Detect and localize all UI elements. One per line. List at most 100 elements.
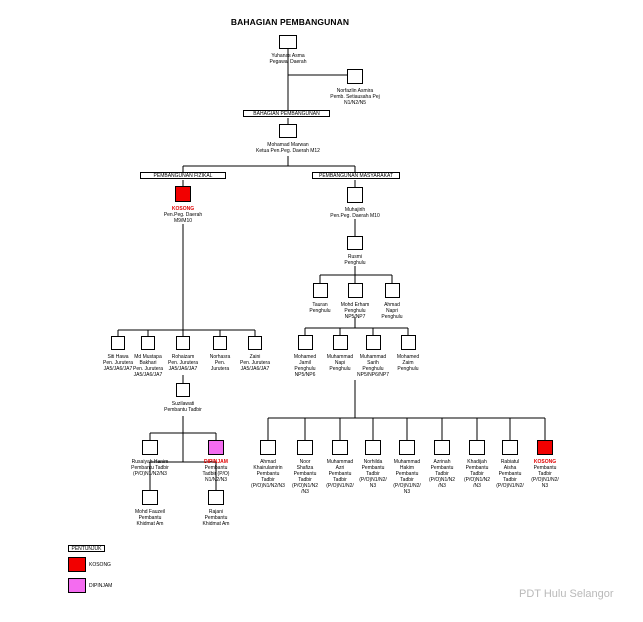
org-box-ahmad-khairulamirin	[260, 440, 276, 455]
org-line: Hakim	[399, 465, 415, 471]
org-line: Pembantu	[256, 471, 280, 477]
org-line: Napri	[386, 308, 398, 314]
org-line: Pen. Jurutera	[167, 360, 199, 366]
org-name: Rohaizam	[171, 354, 195, 360]
org-line: Pen.Peg. Daerah	[163, 212, 203, 218]
org-status: KOSONG	[533, 459, 557, 465]
org-line: (P/O)N1/N2/	[326, 483, 354, 489]
org-line: Pembantu	[395, 471, 419, 477]
org-name: Tauran	[312, 302, 328, 308]
org-line: Napi	[334, 360, 346, 366]
org-line: NP5/NP6/NP7	[357, 372, 389, 378]
legend-title: PENTUNJUK	[68, 545, 105, 552]
chart-title: BAHAGIAN PEMBANGUNAN	[230, 17, 350, 27]
org-name: Mohamed	[396, 354, 420, 360]
org-line: (P/O)N1/N2/	[531, 477, 559, 483]
org-box-azrinah	[434, 440, 450, 455]
org-line: Penghulu	[362, 366, 384, 372]
org-box-muhammad-azri	[332, 440, 348, 455]
org-line: Pembantu	[361, 465, 385, 471]
org-name: Zaini	[249, 354, 261, 360]
org-line: Tadbir	[470, 471, 484, 477]
org-name: Mohd Erham	[340, 302, 370, 308]
org-line: Khidmat Am	[202, 521, 230, 527]
org-name: Khadijah	[467, 459, 487, 465]
org-name: Rajani	[208, 509, 224, 515]
org-line: Pen.Peg. Daerah M10	[330, 213, 380, 219]
org-box-noor-shafiza	[297, 440, 313, 455]
org-line: M9/M10	[173, 218, 193, 224]
org-name: Muhammad	[393, 459, 421, 465]
org-line: (P/O)N1/N2/N3	[251, 483, 285, 489]
org-box-muhammad-napi	[332, 335, 348, 350]
org-box-rohaizam	[176, 336, 190, 350]
org-line: /N3	[438, 483, 446, 489]
org-line: Tadbir	[298, 477, 312, 483]
org-box-dipinjam-pt	[208, 440, 224, 455]
org-line: Tadbir	[333, 477, 347, 483]
org-line: Penghulu	[294, 366, 316, 372]
org-box-kosong-pt	[537, 440, 553, 455]
org-line: Pegawai Daerah	[269, 59, 307, 65]
org-line: N1/N2/N5	[344, 100, 366, 106]
org-line: (P/O)N1/N2/N3	[133, 471, 167, 477]
org-name: Mohamad Marwan	[267, 142, 309, 148]
org-line: Tadbir	[538, 471, 552, 477]
org-box-mohd-erham	[347, 283, 363, 298]
org-box-norhasra	[213, 336, 227, 350]
org-line: Pen. Jurutera	[239, 360, 271, 366]
org-line: JA5/JA6/JA7	[133, 372, 163, 378]
org-name: Ahmad	[260, 459, 276, 465]
org-line: (P/O)N1/N2	[463, 477, 491, 483]
org-line: Pembantu	[204, 515, 228, 521]
org-status: DIPINJAM	[204, 459, 228, 465]
org-line: Pembantu	[328, 471, 352, 477]
org-line: /N3	[473, 483, 481, 489]
org-line: Penghulu	[344, 260, 366, 266]
org-box-mohd-fauzeil	[142, 490, 158, 505]
org-name: Norhasra	[209, 354, 231, 360]
org-line: Pen.	[214, 360, 226, 366]
org-line: Tadbir	[435, 471, 449, 477]
org-name: Norhilda	[363, 459, 383, 465]
org-box-pen-peg-masyarakat	[347, 187, 363, 203]
org-line: Penghulu	[381, 314, 403, 320]
org-line: Pembantu	[138, 515, 162, 521]
legend-swatch-kosong	[68, 557, 86, 572]
org-line: Pembantu	[293, 471, 317, 477]
org-name: Ahmad	[384, 302, 400, 308]
org-box-mohamed-jamil	[297, 335, 313, 350]
org-line: Pen. Jurutera	[132, 366, 164, 372]
org-line: Shafiza	[296, 465, 314, 471]
org-line: Pembantu Tadbir	[164, 407, 202, 413]
org-name: Noor	[299, 459, 311, 465]
org-line: Pen. Jurutera	[102, 360, 134, 366]
org-line: Penghulu	[344, 308, 366, 314]
org-box-tauran	[312, 283, 328, 298]
org-line: Penghulu	[329, 366, 351, 372]
org-line: Aisha	[503, 465, 517, 471]
org-line: Bakhari	[139, 360, 157, 366]
